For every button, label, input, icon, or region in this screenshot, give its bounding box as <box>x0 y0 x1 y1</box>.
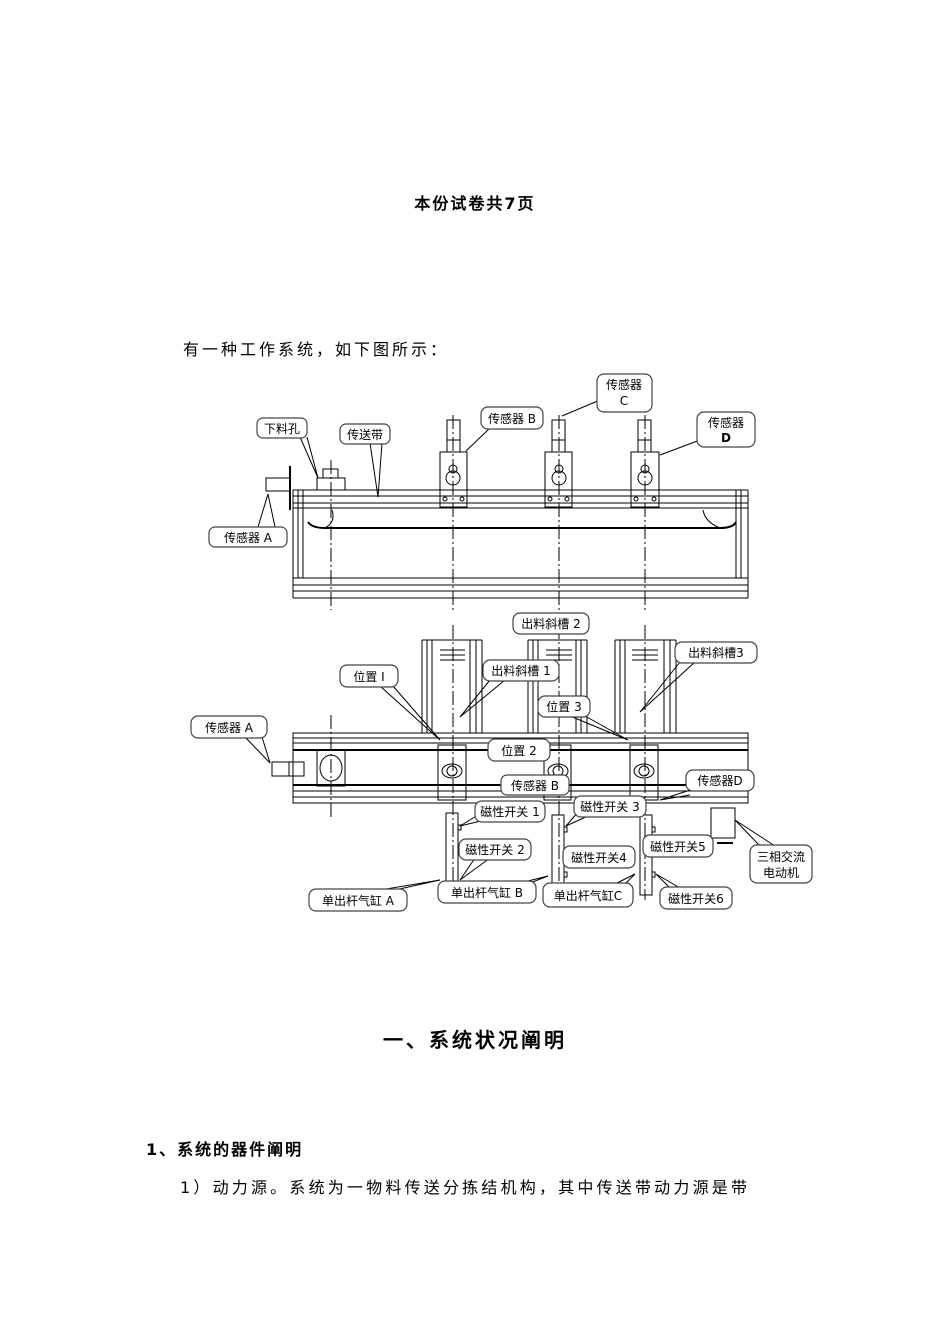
section-heading: 一、系统状况阐明 <box>383 1028 567 1052</box>
callout-sensor-a-top: 传感器 A <box>208 493 288 548</box>
callout-sensor-d-bottom: 传感器D <box>659 769 755 801</box>
top-view-frame <box>292 489 749 599</box>
callout-mag-switch-3: 磁性开关 3 <box>565 795 647 827</box>
callout-mag-switch-5: 磁性开关5 <box>642 834 714 858</box>
svg-text:传感器: 传感器 <box>606 377 642 392</box>
callout-feed-hole: 下料孔 <box>256 417 319 479</box>
callout-chute-3: 出料斜槽3 <box>639 641 758 713</box>
callout-cylinder-b: 单出杆气缸 B <box>437 875 549 904</box>
feed-hole-shape <box>316 468 346 491</box>
callout-mag-switch-6: 磁性开关6 <box>655 873 733 910</box>
bottom-view-rails <box>292 732 749 804</box>
svg-text:磁性开关4: 磁性开关4 <box>571 850 627 865</box>
svg-text:出料斜槽 2: 出料斜槽 2 <box>521 617 580 631</box>
callout-motor: 三相交流 电动机 <box>734 819 813 884</box>
callout-sensor-b-bottom: 传感器 B <box>500 774 570 796</box>
svg-text:D: D <box>721 431 731 445</box>
svg-text:传感器: 传感器 <box>708 415 744 430</box>
intro-text: 有一种工作系统，如下图所示： <box>183 340 450 359</box>
sensor-blocks-top <box>439 419 660 508</box>
svg-text:C: C <box>620 394 628 408</box>
motor-shape <box>710 807 736 844</box>
callout-mag-switch-4: 磁性开关4 <box>562 845 636 869</box>
callout-cylinder-c: 单出杆气缸C <box>542 873 636 908</box>
svg-text:出料斜槽3: 出料斜槽3 <box>688 646 744 660</box>
svg-text:出料斜槽 1: 出料斜槽 1 <box>491 664 550 678</box>
callout-chute-1: 出料斜槽 1 <box>459 659 560 718</box>
callout-sensor-c: 传感器 C <box>561 373 653 417</box>
callout-position-3: 位置 3 <box>537 695 629 741</box>
svg-text:单出杆气缸 B: 单出杆气缸 B <box>451 885 523 900</box>
svg-text:单出杆气缸C: 单出杆气缸C <box>554 888 622 903</box>
svg-text:位置 2: 位置 2 <box>501 743 536 758</box>
sensor-a-top <box>265 466 291 510</box>
svg-text:传感器 A: 传感器 A <box>205 720 254 735</box>
callout-sensor-a-bottom: 传感器 A <box>190 715 271 764</box>
svg-text:传感器 A: 传感器 A <box>224 530 273 545</box>
svg-text:磁性开关 1: 磁性开关 1 <box>480 804 539 819</box>
svg-text:三相交流: 三相交流 <box>757 849 805 864</box>
svg-text:传送带: 传送带 <box>347 427 383 442</box>
sensor-a-bottom <box>271 749 346 787</box>
svg-text:磁性开关5: 磁性开关5 <box>650 839 706 854</box>
svg-text:位置 I: 位置 I <box>353 669 384 684</box>
callout-position-1: 位置 I <box>339 664 441 741</box>
page-count-note: 本份试卷共7页 <box>414 194 536 213</box>
svg-text:单出杆气缸 A: 单出杆气缸 A <box>322 893 395 908</box>
svg-text:电动机: 电动机 <box>763 866 799 880</box>
centerlines-top <box>330 415 646 610</box>
svg-text:磁性开关 3: 磁性开关 3 <box>580 799 639 814</box>
callout-position-2: 位置 2 <box>487 738 551 762</box>
callout-mag-switch-1: 磁性开关 1 <box>459 800 546 827</box>
paragraph-power-source: 1）动力源。系统为一物料传送分拣结机构，其中传送带动力源是带 <box>180 1178 751 1197</box>
svg-text:磁性开关 2: 磁性开关 2 <box>465 842 524 857</box>
callout-sensor-b-top: 传感器 B <box>465 406 544 452</box>
svg-text:位置 3: 位置 3 <box>546 699 581 714</box>
svg-text:磁性开关6: 磁性开关6 <box>668 891 724 906</box>
callout-mag-switch-2: 磁性开关 2 <box>458 838 532 881</box>
callout-sensor-d-top: 传感器 D <box>659 411 756 456</box>
callout-chute-2: 出料斜槽 2 <box>512 612 590 635</box>
callout-cylinder-a: 单出杆气缸 A <box>308 879 441 912</box>
svg-text:传感器 B: 传感器 B <box>488 411 536 426</box>
svg-text:传感器D: 传感器D <box>697 773 742 788</box>
svg-text:下料孔: 下料孔 <box>264 422 300 436</box>
subsection-heading: 1、系统的器件阐明 <box>146 1140 304 1159</box>
callout-conveyor-belt: 传送带 <box>339 423 391 498</box>
svg-text:传感器 B: 传感器 B <box>511 778 559 793</box>
chutes <box>421 639 677 733</box>
